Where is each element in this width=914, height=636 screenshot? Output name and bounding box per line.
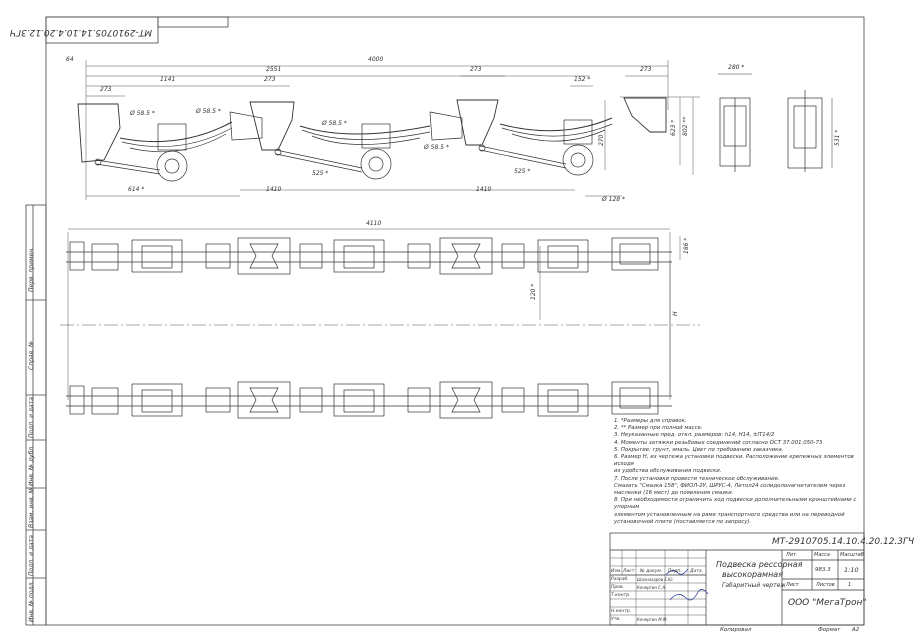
stamp-sheets-label: Листов [816, 582, 835, 588]
dim-280: 280 * [728, 64, 745, 71]
side-label-replace-inv: Взам. инв. № [28, 487, 35, 528]
side-label-orig-inv: Инв. № подл. [28, 580, 35, 622]
technical-notes: 1. *Размеры для справок. 2. ** Размер пр… [614, 418, 864, 526]
stamp-col-list: Лист [623, 569, 635, 574]
dim-4110: 4110 [366, 220, 382, 227]
left-strip [25, 204, 47, 626]
note-line: 6. Размер H, из чертежа установки подвес… [614, 454, 854, 468]
dim-4000: 4000 [368, 56, 384, 63]
note-line: 7. После установки провести техническое … [614, 475, 780, 482]
side-label-sign-date-1: Подп. и дата [28, 397, 35, 438]
dim-152: 152 * [574, 76, 591, 83]
dim-phi-b: Ø 58.5 * [196, 108, 221, 115]
footer-format-label: Формат [818, 627, 841, 633]
stamp-title-1: Подвеска рессорная [716, 560, 803, 569]
note-line: 2. ** Размер при полной массе. [614, 425, 703, 432]
dim-186: 186 * [683, 237, 690, 254]
footer-format: A2 [852, 627, 860, 633]
stamp-col-doc: № докум. [640, 569, 663, 574]
stamp-scale: 1:10 [844, 566, 859, 574]
stamp-sheets: 1 [848, 582, 852, 588]
stamp-tkontr: Т.контр. [611, 593, 631, 598]
title-block [609, 532, 865, 626]
note-line: из удобства обслуживания подвески. [614, 468, 722, 475]
sheet-frame [45, 16, 865, 626]
footer-copied: Копировал [720, 627, 752, 633]
dim-273-a: 273 [100, 86, 112, 93]
dim-273-b: 273 [264, 76, 276, 83]
stamp-mass-label: Масса [814, 552, 830, 558]
note-line: 3. Неуказанные пред. откл. размеров: h14… [614, 432, 775, 439]
stamp-scale-label: Масштаб [840, 552, 864, 558]
dim-phi-d: Ø 58.5 * [322, 120, 347, 127]
stamp-lit-label: Лит. [786, 552, 798, 558]
dim-525-b: 525 * [514, 168, 531, 175]
dim-614: 614 * [128, 186, 145, 193]
stamp-utv: Утв. [611, 617, 621, 622]
corner-code: МТ-2910705.14.10.4.20.12.3ГЧ [9, 27, 152, 37]
stamp-mass: 983.3 [815, 567, 831, 573]
side-view [77, 60, 700, 200]
side-label-dup-inv: Инв. № дубл. [28, 444, 35, 486]
dim-623: 623 * [670, 119, 677, 136]
note-line: 4. Моменты затяжки резьбовых соединений … [614, 439, 823, 446]
note-line: установочной плите (поставляется по запр… [614, 518, 752, 525]
note-line: 1. *Размеры для справок. [614, 418, 687, 424]
stamp-razrab-name: Шахназаров Е.Ю. [637, 577, 674, 582]
note-line: 5. Покрытие: грунт, эмаль. Цвет по требо… [614, 446, 784, 453]
stamp-razrab: Разраб. [611, 577, 629, 582]
stamp-nkontr: Н.контр. [611, 609, 632, 614]
stamp-col-izm: Изм. [611, 569, 622, 574]
stamp-title-2: высокорамная [722, 570, 784, 579]
dim-1410-b: 1410 [476, 186, 492, 193]
dim-273-d: 273 [640, 66, 652, 73]
dim-phi-a: Ø 58.5 * [130, 110, 155, 117]
side-label-ref-no: Справ. № [28, 340, 35, 370]
note-line: масленки (16 мест) до появления смазки. [614, 490, 734, 497]
dim-H: H [672, 311, 679, 316]
note-line: Смазать "Смазка 158", ФИОЛ-2У, ШРУС-4, Л… [614, 482, 846, 489]
dim-64: 64 [66, 56, 74, 63]
dim-120: 120 * [530, 283, 537, 300]
dim-525-a: 525 * [312, 170, 329, 177]
stamp-prov-name: Кочергин С.А. [637, 585, 667, 590]
side-label-first-use: Перв. примен. [28, 246, 35, 292]
stamp-prov: Пров. [611, 585, 625, 590]
stamp-utv-name: Кочергин М.М. [637, 617, 668, 622]
stamp-title-3: Габаритный чертеж [722, 582, 786, 589]
dim-1141: 1141 [160, 76, 176, 83]
stamp-company: ООО "МегаТрон" [788, 598, 867, 608]
dim-802: 802 ** [682, 116, 689, 136]
dim-2551: 2551 [266, 66, 282, 73]
dim-phi-c: Ø 58.5 * [424, 144, 449, 151]
dim-1410-a: 1410 [266, 186, 282, 193]
side-label-sign-date-2: Подп. и дата [28, 535, 35, 576]
end-view [718, 73, 833, 172]
plan-view [60, 228, 700, 419]
stamp-doc-number: МТ-2910705.14.10.4.20.12.3ГЧ [772, 537, 914, 547]
stamp-col-sign: Подп. [668, 569, 682, 574]
note-line: элементом установленным на раме транспор… [614, 511, 845, 518]
dim-270: 270 [598, 134, 605, 146]
dim-128: Ø 128 * [602, 196, 625, 203]
dim-273-c: 273 [470, 66, 482, 73]
dim-531: 531 * [834, 129, 841, 146]
stamp-col-date: Дата [690, 569, 702, 574]
note-line: 8. При необходимости ограничить ход подв… [614, 497, 857, 511]
stamp-sheet-label: Лист [786, 582, 799, 588]
